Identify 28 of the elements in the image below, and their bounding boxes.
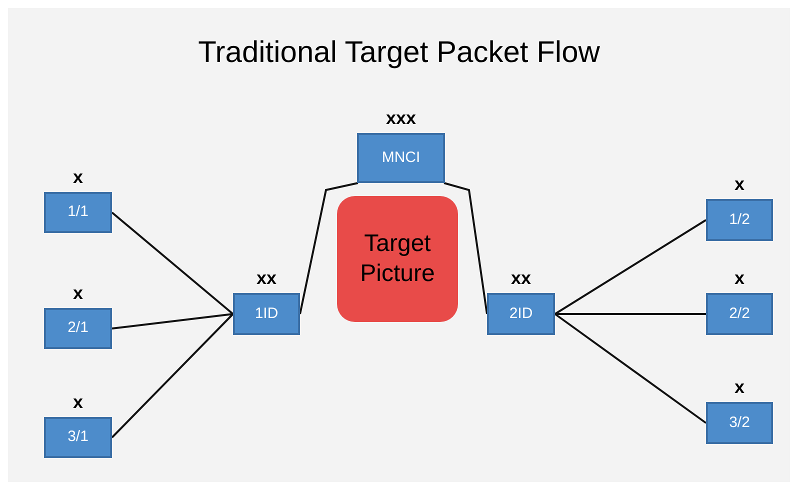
node-box: 3/1	[44, 417, 112, 458]
connector-line	[111, 212, 234, 315]
connector-line	[112, 313, 234, 330]
node-tag: x	[44, 393, 112, 411]
node-tag: x	[706, 175, 773, 193]
target-box: Target Picture	[337, 196, 458, 322]
node-box: 2ID	[487, 293, 555, 335]
connector-line	[554, 313, 707, 424]
node-box: MNCI	[357, 133, 445, 183]
node-box: 1/2	[706, 199, 773, 241]
node-tag: xx	[487, 269, 555, 287]
diagram-title: Traditional Target Packet Flow	[197, 38, 601, 68]
node-box: 1/1	[44, 192, 112, 233]
connector-line	[111, 313, 234, 438]
connector-line	[554, 219, 707, 315]
connector-line	[444, 182, 488, 314]
node-tag: x	[706, 269, 773, 287]
node-tag: x	[44, 168, 112, 186]
node-tag: xx	[233, 269, 300, 287]
node-box: 2/2	[706, 293, 773, 335]
node-box: 1ID	[233, 293, 300, 335]
node-tag: x	[706, 378, 773, 396]
node-tag: xxx	[357, 109, 445, 127]
node-tag: x	[44, 284, 112, 302]
node-box: 3/2	[706, 402, 773, 444]
connector-line	[555, 313, 706, 315]
node-box: 2/1	[44, 308, 112, 349]
connector-line	[299, 182, 358, 314]
